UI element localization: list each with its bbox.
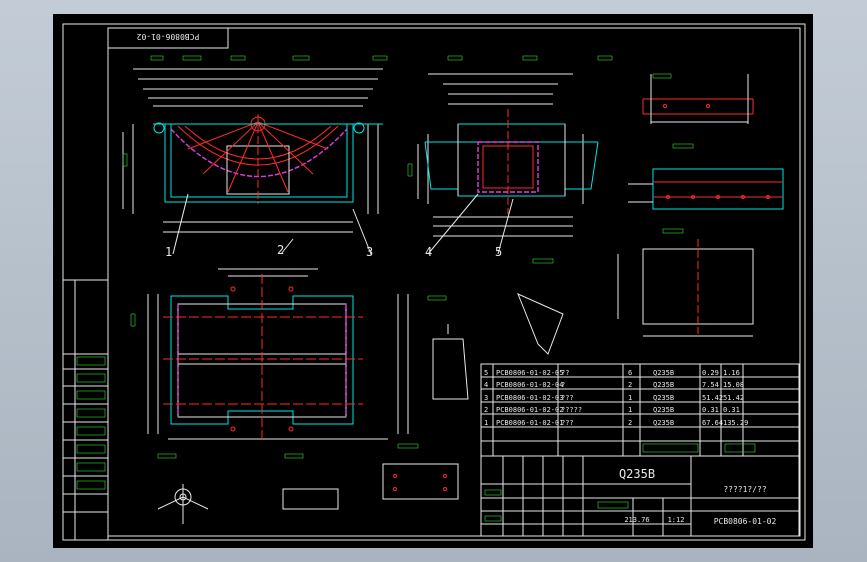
view-side-section[interactable]: [417, 73, 599, 237]
svg-text:Q235B: Q235B: [653, 419, 674, 427]
svg-text:15.08: 15.08: [723, 381, 744, 389]
bom-table: [480, 363, 800, 457]
svg-text:51.42: 51.42: [702, 394, 723, 402]
detail-a[interactable]: [642, 74, 754, 124]
svg-text:Q235B: Q235B: [653, 406, 674, 414]
view-plan[interactable]: [147, 268, 409, 440]
svg-text:0.29: 0.29: [702, 369, 719, 377]
detail-b[interactable]: [628, 168, 784, 210]
svg-text:135.29: 135.29: [723, 419, 748, 427]
callout-leaders: [172, 193, 514, 255]
callout-2: 2: [277, 243, 284, 257]
drawing-number-text: PCB0806-01-02: [714, 517, 777, 526]
svg-text:51.42: 51.42: [723, 394, 744, 402]
detail-c[interactable]: [617, 239, 754, 337]
sheet-outer-frame: [62, 23, 806, 541]
svg-text:1: 1: [628, 406, 632, 414]
side-revision-table: [62, 279, 109, 541]
table-row: 3 PCB0806-01-02-03 ??? 1 Q235B 51.42 51.…: [484, 394, 744, 402]
bom-rows: 5 PCB0806-01-02-05 ?? 6 Q235B 0.29 1.16 …: [484, 369, 748, 427]
callout-1: 1: [165, 245, 172, 259]
svg-text:???: ???: [561, 419, 574, 427]
callout-5: 5: [495, 245, 502, 259]
svg-text:Q235B: Q235B: [653, 381, 674, 389]
svg-text:2: 2: [628, 419, 632, 427]
svg-text:PCB0806-01-02-02: PCB0806-01-02-02: [496, 406, 563, 414]
svg-text:0.31: 0.31: [702, 406, 719, 414]
detail-bottom[interactable]: [157, 463, 459, 524]
top-code-box: [107, 27, 229, 49]
svg-text:6: 6: [628, 369, 632, 377]
scale-label-2: 1:12: [668, 516, 685, 524]
svg-text:PCB0806-01-02-01: PCB0806-01-02-01: [496, 419, 563, 427]
dimension-annotations: [122, 55, 694, 459]
top-code-text: PCB0806-01-02: [137, 32, 200, 41]
svg-text:2: 2: [484, 406, 488, 414]
callout-3: 3: [366, 245, 373, 259]
table-row: 2 PCB0806-01-02-02 ????? 1 Q235B 0.31 0.…: [484, 406, 740, 414]
callout-4: 4: [425, 245, 432, 259]
title-block: [480, 455, 800, 537]
detail-gusset[interactable]: [432, 293, 564, 400]
svg-text:?: ?: [561, 381, 565, 389]
svg-text:Q235B: Q235B: [653, 369, 674, 377]
svg-text:??: ??: [561, 369, 569, 377]
svg-text:4: 4: [484, 381, 488, 389]
view-front-section[interactable]: [122, 68, 383, 233]
svg-text:0.31: 0.31: [723, 406, 740, 414]
scale-label-1: 213.76: [624, 516, 649, 524]
cad-viewport[interactable]: PCB0806-01-02: [53, 14, 813, 548]
svg-text:PCB0806-01-02-03: PCB0806-01-02-03: [496, 394, 563, 402]
material-text: Q235B: [619, 467, 655, 481]
svg-text:???: ???: [561, 394, 574, 402]
svg-text:1.16: 1.16: [723, 369, 740, 377]
svg-text:1: 1: [628, 394, 632, 402]
svg-text:67.64: 67.64: [702, 419, 723, 427]
svg-text:5: 5: [484, 369, 488, 377]
svg-text:?????: ?????: [561, 406, 582, 414]
sheet-info-text: ????1?/??: [723, 485, 767, 494]
table-row: 1 PCB0806-01-02-01 ??? 2 Q235B 67.64 135…: [484, 419, 748, 427]
svg-text:Q235B: Q235B: [653, 394, 674, 402]
svg-text:PCB0806-01-02-05: PCB0806-01-02-05: [496, 369, 563, 377]
svg-text:1: 1: [484, 419, 488, 427]
table-row: 4 PCB0806-01-02-04 ? 2 Q235B 7.54 15.08: [484, 381, 744, 389]
drawing-canvas[interactable]: PCB0806-01-02: [53, 14, 813, 548]
svg-text:2: 2: [628, 381, 632, 389]
svg-text:7.54: 7.54: [702, 381, 719, 389]
svg-text:3: 3: [484, 394, 488, 402]
table-row: 5 PCB0806-01-02-05 ?? 6 Q235B 0.29 1.16: [484, 369, 740, 377]
svg-text:PCB0806-01-02-04: PCB0806-01-02-04: [496, 381, 563, 389]
